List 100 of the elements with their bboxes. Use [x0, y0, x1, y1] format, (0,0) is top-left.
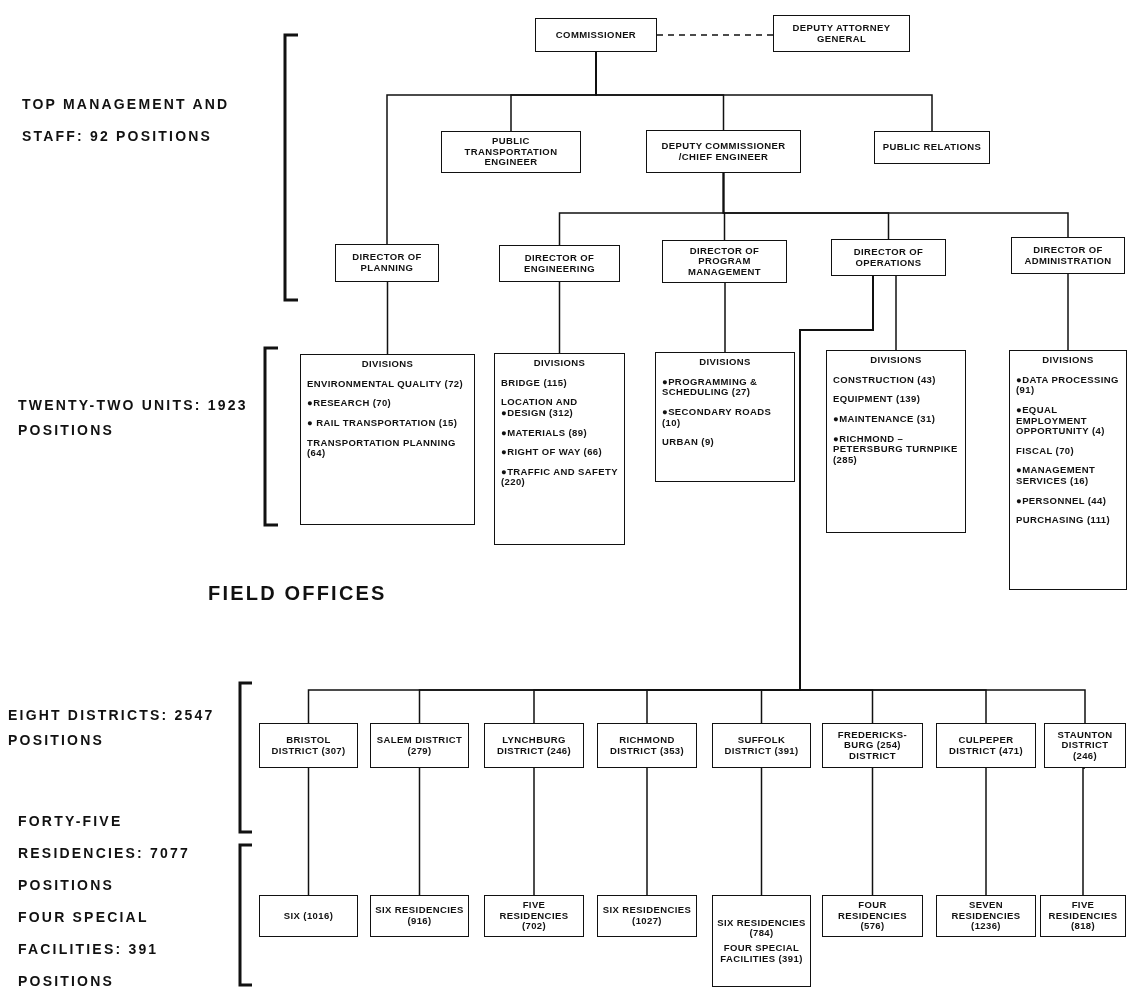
box-text: EQUIPMENT (139) [833, 394, 921, 405]
box-heading: DIVISIONS [699, 357, 751, 368]
section-heading: FIELD OFFICES [208, 581, 388, 606]
org-box [831, 239, 946, 276]
box-text: FOUR RESIDENCIES (576) [837, 900, 908, 932]
box-text: ●PERSONNEL (44) [1016, 495, 1107, 507]
org-box [712, 723, 811, 768]
box-text: DIRECTOR OF ENGINEERING [523, 252, 596, 275]
box-text: DIRECTOR OF PLANNING [351, 252, 423, 274]
section-label: FORTY-FIVE RESIDENCIES: 7077 POSITIONS [18, 812, 191, 895]
section-label: TOP MANAGEMENT AND STAFF: 92 POSITIONS [22, 95, 231, 146]
box-text: FIVE RESIDENCIES (818) [1047, 900, 1119, 932]
org-box [1011, 237, 1125, 274]
box-text: SIX (1016) [283, 910, 334, 922]
box-text: DEPUTY COMMISSIONER /CHIEF ENGINEER [660, 140, 787, 163]
org-box [936, 723, 1036, 768]
org-box [874, 131, 990, 164]
section-label: TWENTY-TWO UNITS: 1923 POSITIONS [18, 396, 248, 440]
box-heading: DIVISIONS [533, 358, 586, 369]
divisions-box [494, 353, 625, 545]
connector-line [871, 767, 874, 896]
box-heading: DIVISIONS [361, 359, 414, 370]
box-text: SIX RESIDENCIES (784) [716, 917, 807, 939]
box-heading: DIVISIONS [1042, 355, 1094, 366]
box-text: ●SECONDARY ROADS (10) [662, 406, 773, 429]
box-text: CONSTRUCTION (43) [833, 374, 936, 386]
box-text: URBAN (9) [662, 437, 715, 448]
box-text: PUBLIC RELATIONS [882, 142, 982, 153]
box-text: PURCHASING (111) [1016, 515, 1111, 526]
org-box [773, 15, 910, 52]
box-heading: DIVISIONS [870, 355, 922, 366]
box-text: SALEM DISTRICT (279) [375, 734, 464, 757]
box-text: FIVE RESIDENCIES (702) [498, 900, 570, 932]
divisions-box [826, 350, 966, 533]
connector-line [533, 767, 535, 896]
box-text: DEPUTY ATTORNEY GENERAL [791, 22, 892, 45]
box-text: BRIDGE (115) [501, 377, 568, 389]
connector-line [985, 767, 987, 896]
box-text: ●RESEARCH (70) [307, 398, 392, 409]
connector-line [760, 767, 763, 896]
box-text: TRANSPORTATION PLANNING (64) [307, 437, 457, 459]
box-text: ●RIGHT OF WAY (66) [501, 447, 603, 458]
box-text: SIX RESIDENCIES (1027) [601, 905, 693, 927]
org-box [1040, 895, 1126, 937]
org-box [499, 245, 620, 282]
connector-line [418, 767, 421, 896]
box-text: DIRECTOR OF OPERATIONS [852, 246, 925, 269]
divisions-box [655, 352, 795, 482]
box-text: STAUNTON DISTRICT (246) [1056, 729, 1114, 762]
box-text: FREDERICKS-BURG (254) DISTRICT [836, 729, 909, 762]
org-box [484, 895, 584, 937]
connector-line [558, 281, 561, 354]
box-text: CULPEPER DISTRICT (471) [947, 734, 1025, 757]
divisions-box [1009, 350, 1127, 590]
org-box [441, 131, 581, 173]
org-box [822, 723, 923, 768]
box-text: FOUR SPECIAL FACILITIES (391) [719, 943, 804, 965]
box-text: ●EQUAL EMPLOYMENT OPPORTUNITY (4) [1016, 404, 1106, 437]
connector-line [895, 275, 897, 351]
box-text: SUFFOLK DISTRICT (391) [723, 734, 800, 757]
org-box [646, 130, 801, 173]
box-text: BRISTOL DISTRICT (307) [270, 734, 347, 757]
connector-line [386, 281, 389, 355]
box-text: LOCATION AND ●DESIGN (312) [501, 397, 579, 419]
section-label: EIGHT DISTRICTS: 2547 POSITIONS [8, 706, 216, 750]
box-text: ●MATERIALS (89) [501, 427, 587, 439]
connector-line [307, 767, 310, 896]
org-box [335, 244, 439, 282]
section-label: FOUR SPECIAL FACILITIES: 391 POSITIONS [18, 908, 160, 991]
divisions-box [300, 354, 475, 525]
box-text: LYNCHBURG DISTRICT (246) [495, 734, 573, 757]
org-box [662, 240, 787, 283]
box-text: ENVIRONMENTAL QUALITY (72) [307, 378, 464, 390]
box-text: ●MANAGEMENT SERVICES (16) [1016, 465, 1097, 487]
box-text: PUBLIC TRANSPORTATION ENGINEER [463, 136, 559, 168]
box-text: ●MAINTENANCE (31) [833, 413, 936, 425]
org-box [936, 895, 1036, 937]
org-box [535, 18, 657, 52]
box-text: SEVEN RESIDENCIES (1236) [950, 900, 1022, 932]
org-box [370, 723, 469, 768]
box-text: ●TRAFFIC AND SAFETY (220) [501, 466, 618, 488]
box-text: ●PROGRAMMING & SCHEDULING (27) [662, 376, 759, 398]
org-box [712, 895, 811, 987]
connector-line [1067, 273, 1069, 351]
connector-line [723, 282, 726, 353]
connector-line [722, 172, 1069, 238]
box-text: ● RAIL TRANSPORTATION (15) [307, 417, 458, 429]
org-box [484, 723, 584, 768]
org-box [1044, 723, 1126, 768]
box-text: COMMISSIONER [555, 29, 637, 41]
org-box [597, 895, 697, 937]
dashed-connector [656, 34, 774, 36]
box-text: DIRECTOR OF ADMINISTRATION [1023, 244, 1113, 267]
box-text: ●RICHMOND – PETERSBURG TURNPIKE (285) [833, 433, 959, 466]
box-text: FISCAL (70) [1016, 445, 1075, 457]
box-text: DIRECTOR OF PROGRAM MANAGEMENT [686, 245, 763, 278]
org-box [597, 723, 697, 768]
box-text: ●DATA PROCESSING (91) [1016, 374, 1120, 396]
connector-line [646, 767, 648, 896]
org-box [259, 723, 358, 768]
